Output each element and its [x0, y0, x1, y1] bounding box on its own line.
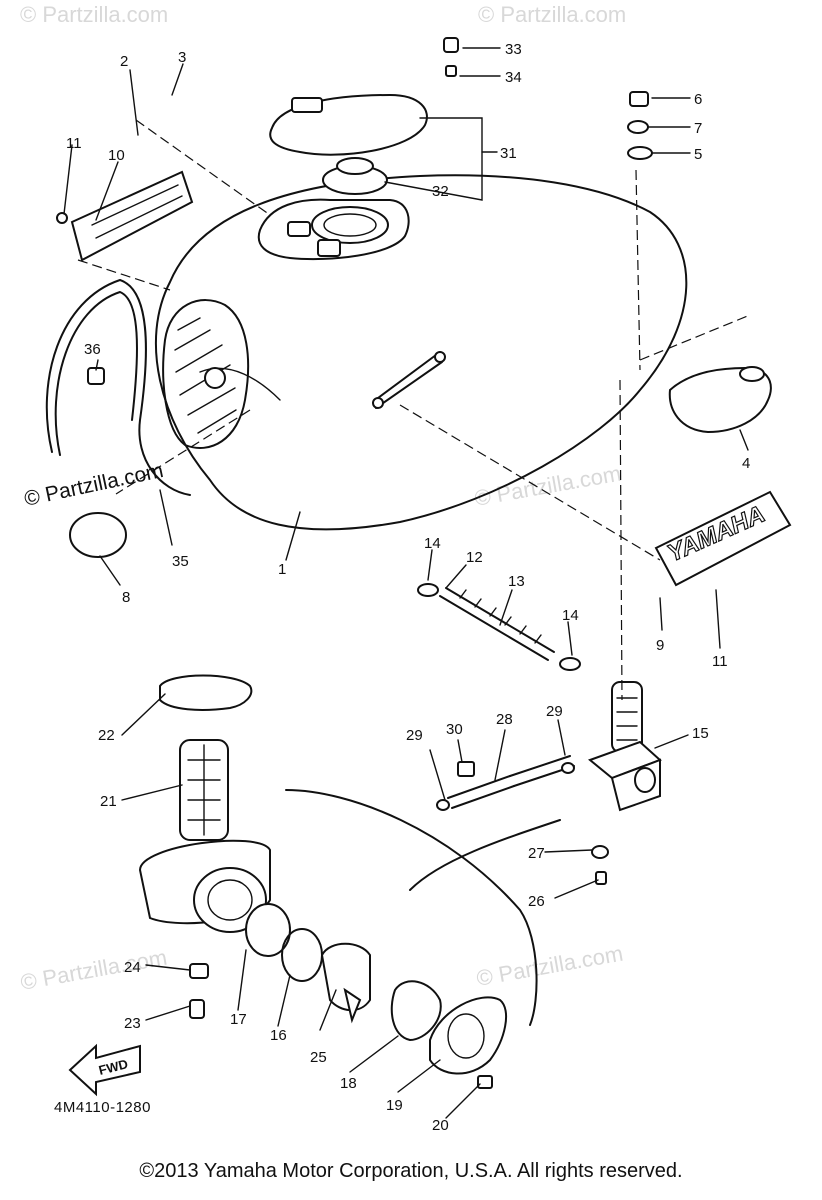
callout-23: 23 — [124, 1015, 141, 1032]
callout-numbers: 33 34 2 3 31 32 11 10 6 7 5 36 4 35 8 1 … — [66, 41, 750, 1134]
callout-11-right: 11 — [712, 653, 728, 670]
fuel-cock-right — [436, 681, 662, 885]
callout-2: 2 — [120, 53, 128, 70]
callout-16: 16 — [270, 1027, 287, 1044]
forward-arrow: FWD — [68, 1043, 141, 1097]
diagram-code: 4M4110-1280 — [54, 1099, 151, 1116]
damper-bolt-set — [627, 91, 653, 160]
tank-band — [45, 279, 191, 496]
callout-20: 20 — [432, 1117, 449, 1134]
callout-29-left: 29 — [406, 727, 423, 744]
callout-17: 17 — [230, 1011, 247, 1028]
callout-25: 25 — [310, 1049, 327, 1066]
callout-21: 21 — [100, 793, 117, 810]
callout-30: 30 — [446, 721, 463, 738]
alignment-lines — [77, 119, 751, 701]
callout-5: 5 — [694, 146, 702, 163]
tank-emblem: YAMAHA — [654, 490, 792, 587]
callout-36: 36 — [84, 341, 101, 358]
callout-11-top: 11 — [66, 135, 82, 152]
callout-22: 22 — [98, 727, 115, 744]
watermark-top-left: © Partzilla.com — [20, 2, 168, 27]
copyright-notice: ©2013 Yamaha Motor Corporation, U.S.A. A… — [139, 1160, 683, 1182]
arrow-label: FWD — [97, 1056, 129, 1078]
callout-8: 8 — [122, 589, 130, 606]
callout-19: 19 — [386, 1097, 403, 1114]
callout-4: 4 — [742, 455, 750, 472]
callout-13: 13 — [508, 573, 525, 590]
callout-1: 1 — [278, 561, 286, 578]
rear-mount-bracket — [668, 366, 772, 434]
callout-28: 28 — [496, 711, 513, 728]
callout-26: 26 — [528, 893, 545, 910]
callout-15: 15 — [692, 725, 709, 742]
callout-10: 10 — [108, 147, 125, 164]
fuel-cock-left — [138, 674, 561, 1089]
callout-18: 18 — [340, 1075, 357, 1092]
screw-left — [56, 212, 68, 224]
callout-7: 7 — [694, 120, 702, 137]
watermark-lower-left: © Partzilla.com — [19, 945, 169, 995]
leader-lines — [63, 47, 749, 1119]
watermark-lower-right: © Partzilla.com — [475, 941, 625, 991]
callout-27: 27 — [528, 845, 545, 862]
side-plate — [70, 170, 194, 262]
callout-6: 6 — [694, 91, 702, 108]
callout-14-right: 14 — [562, 607, 579, 624]
callout-14-left: 14 — [424, 535, 441, 552]
callout-3: 3 — [178, 49, 186, 66]
callout-35: 35 — [172, 553, 189, 570]
callout-29-right: 29 — [546, 703, 563, 720]
callout-34: 34 — [505, 69, 522, 86]
fuel-cap — [269, 37, 459, 195]
tank-cap-cover — [69, 512, 127, 558]
callout-12: 12 — [466, 549, 483, 566]
callout-31: 31 — [500, 145, 517, 162]
watermark-top-right: © Partzilla.com — [478, 2, 626, 27]
fuel-hose — [417, 583, 581, 671]
callout-33: 33 — [505, 41, 522, 58]
watermark-dark: © Partzilla.com — [22, 459, 165, 511]
callout-9: 9 — [656, 637, 664, 654]
watermark-middle: © Partzilla.com — [473, 461, 623, 511]
fuel-tank — [154, 174, 688, 531]
callout-24: 24 — [124, 959, 141, 976]
callout-32: 32 — [432, 183, 449, 200]
